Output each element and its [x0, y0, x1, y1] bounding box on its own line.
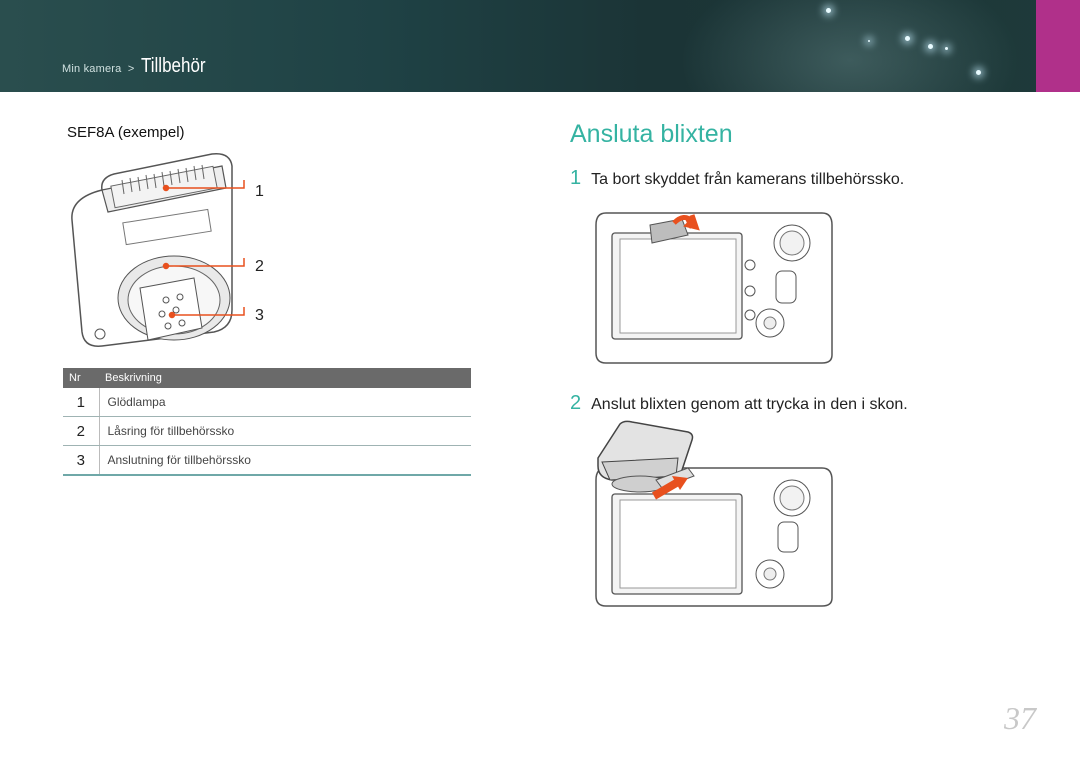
row-description: Anslutning för tillbehörssko: [99, 445, 471, 476]
page-header: Min kamera > Tillbehör: [0, 0, 1080, 92]
table-row: 1 Glödlampa: [63, 388, 471, 417]
sparkle-decoration: [826, 8, 831, 13]
page-number: 37: [1004, 700, 1036, 736]
section-title: Ansluta blixten: [570, 120, 733, 148]
camera-attach-flash-illustration: [595, 420, 833, 607]
row-number: 3: [63, 445, 100, 476]
row-description: Glödlampa: [99, 388, 471, 417]
flash-unit-illustration: [71, 153, 245, 347]
row-number: 2: [63, 416, 100, 446]
sparkle-decoration: [905, 36, 910, 41]
flash-model-heading: SEF8A (exempel): [67, 124, 185, 141]
chapter-tab: [1036, 0, 1080, 92]
step-1-text: Ta bort skyddet från kamerans tillbehörs…: [591, 171, 905, 188]
step-1-number: 1: [570, 167, 582, 189]
parts-table: Nr Beskrivning 1 Glödlampa 2 Låsring för…: [63, 368, 471, 476]
breadcrumb-separator: >: [127, 63, 135, 75]
breadcrumb-current: Tillbehör: [140, 55, 206, 77]
table-header-nr: Nr: [63, 368, 99, 388]
sparkle-decoration: [945, 47, 948, 50]
row-number: 1: [63, 388, 100, 417]
step-2: 2 Anslut blixten genom att trycka in den …: [570, 392, 908, 415]
table-row: 3 Anslutning för tillbehörssko: [63, 445, 471, 476]
step-2-number: 2: [570, 392, 582, 414]
callout-1: 1: [255, 183, 264, 200]
step-1: 1 Ta bort skyddet från kamerans tillbehör…: [570, 167, 904, 190]
table-header-description: Beskrivning: [99, 368, 471, 388]
step-2-text: Anslut blixten genom att trycka in den i…: [591, 396, 908, 413]
sparkle-decoration: [928, 44, 933, 49]
sparkle-decoration: [868, 40, 870, 42]
row-description: Låsring för tillbehörssko: [99, 416, 471, 446]
callout-3: 3: [255, 307, 264, 324]
breadcrumb: Min kamera > Tillbehör: [62, 55, 217, 78]
camera-remove-cover-illustration: [595, 212, 833, 364]
breadcrumb-parent[interactable]: Min kamera: [62, 63, 122, 75]
sparkle-decoration: [976, 70, 981, 75]
table-row: 2 Låsring för tillbehörssko: [63, 416, 471, 446]
callout-2: 2: [255, 258, 264, 275]
header-glow: [680, 0, 1020, 92]
